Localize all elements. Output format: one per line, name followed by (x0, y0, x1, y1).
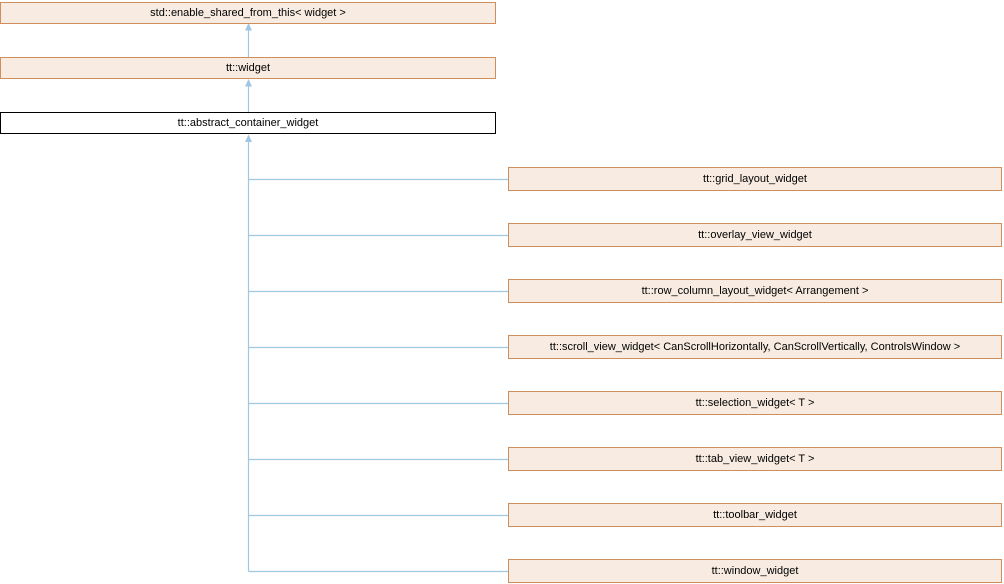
node-tt-tab-view-widget-t[interactable]: tt::tab_view_widget< T > (508, 447, 1002, 471)
edge-widget-to-enable-shared (245, 23, 252, 57)
node-tt-toolbar-widget[interactable]: tt::toolbar_widget (508, 503, 1002, 527)
node-std-enable-shared-from-this-widget[interactable]: std::enable_shared_from_this< widget > (0, 2, 496, 24)
node-tt-scroll-view-widget-canscrollhorizontally-canscrollvertically-controlswindow[interactable]: tt::scroll_view_widget< CanScrollHorizon… (508, 335, 1002, 359)
node-tt-grid-layout-widget[interactable]: tt::grid_layout_widget (508, 167, 1002, 191)
node-tt-abstract-container-widget: tt::abstract_container_widget (0, 112, 496, 134)
edge-children-trunk (245, 134, 508, 573)
node-tt-row-column-layout-widget-arrangement[interactable]: tt::row_column_layout_widget< Arrangemen… (508, 279, 1002, 303)
node-tt-window-widget[interactable]: tt::window_widget (508, 559, 1002, 583)
node-tt-widget[interactable]: tt::widget (0, 57, 496, 79)
node-tt-selection-widget-t[interactable]: tt::selection_widget< T > (508, 391, 1002, 415)
node-tt-overlay-view-widget[interactable]: tt::overlay_view_widget (508, 223, 1002, 247)
edge-abstract-to-widget (245, 79, 252, 112)
